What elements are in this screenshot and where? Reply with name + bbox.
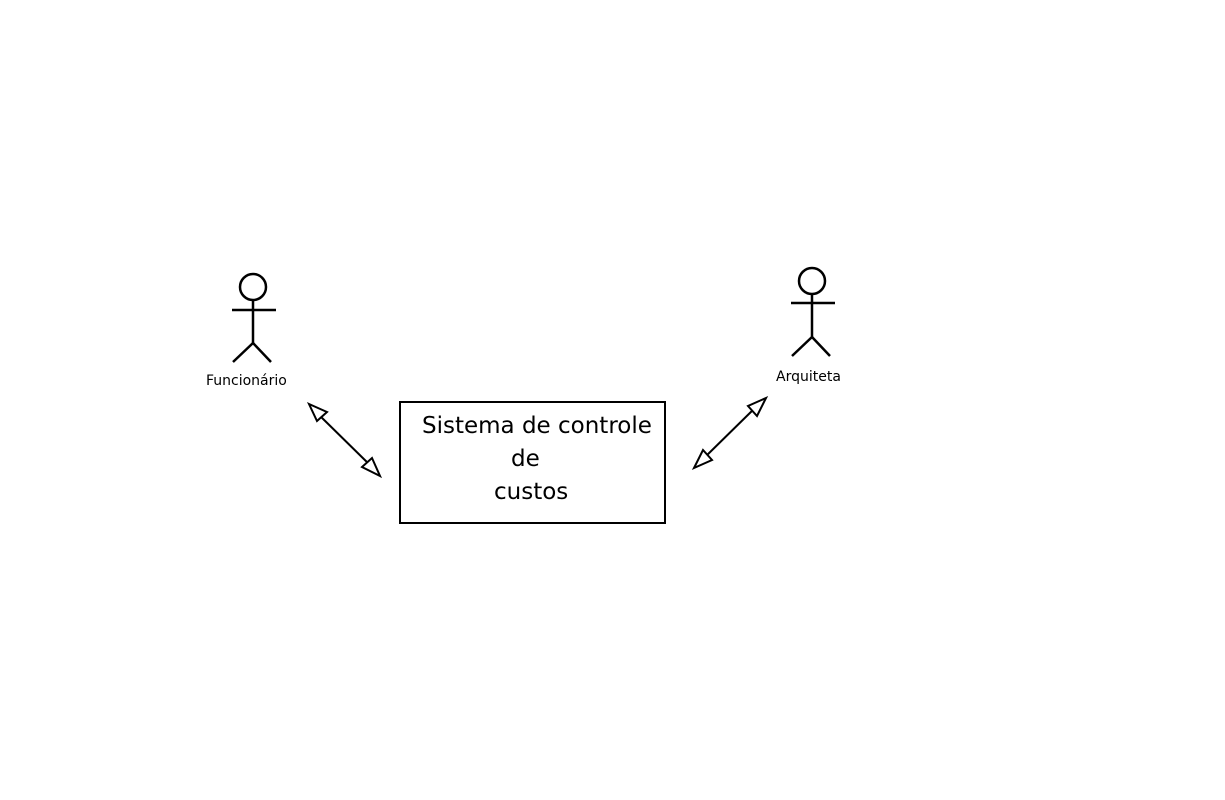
actor-arquiteta-figure xyxy=(791,266,835,357)
actor-funcionario-label: Funcionário xyxy=(206,373,287,389)
actor-funcionario-figure xyxy=(232,272,276,363)
system-label-line-1: Sistema de controle xyxy=(422,413,652,439)
actor-funcionario-head xyxy=(238,272,268,302)
arrow-arquiteta-system-head-start xyxy=(746,395,769,418)
arrow-arquiteta-system xyxy=(691,395,769,471)
actor-funcionario-left-leg xyxy=(232,342,254,363)
actor-arquiteta-label: Arquiteta xyxy=(776,369,841,385)
arrow-arquiteta-system-head-end xyxy=(691,448,714,471)
actor-arquiteta-left-leg xyxy=(791,336,813,357)
system-label-line-3: custos xyxy=(494,479,569,505)
actor-arquiteta-right-leg xyxy=(811,336,831,357)
actor-funcionario-right-leg xyxy=(252,342,272,363)
arrow-funcionario-system-head-end xyxy=(360,456,383,479)
arrow-funcionario-system-shaft xyxy=(315,411,374,469)
arrow-funcionario-system-head-start xyxy=(306,401,329,423)
arrow-funcionario-system xyxy=(306,401,383,479)
arrow-arquiteta-system-shaft xyxy=(700,404,759,462)
system-box: Sistema de controle de custos xyxy=(399,401,666,524)
system-label-line-2: de xyxy=(511,446,540,472)
actor-arquiteta-head xyxy=(797,266,827,296)
